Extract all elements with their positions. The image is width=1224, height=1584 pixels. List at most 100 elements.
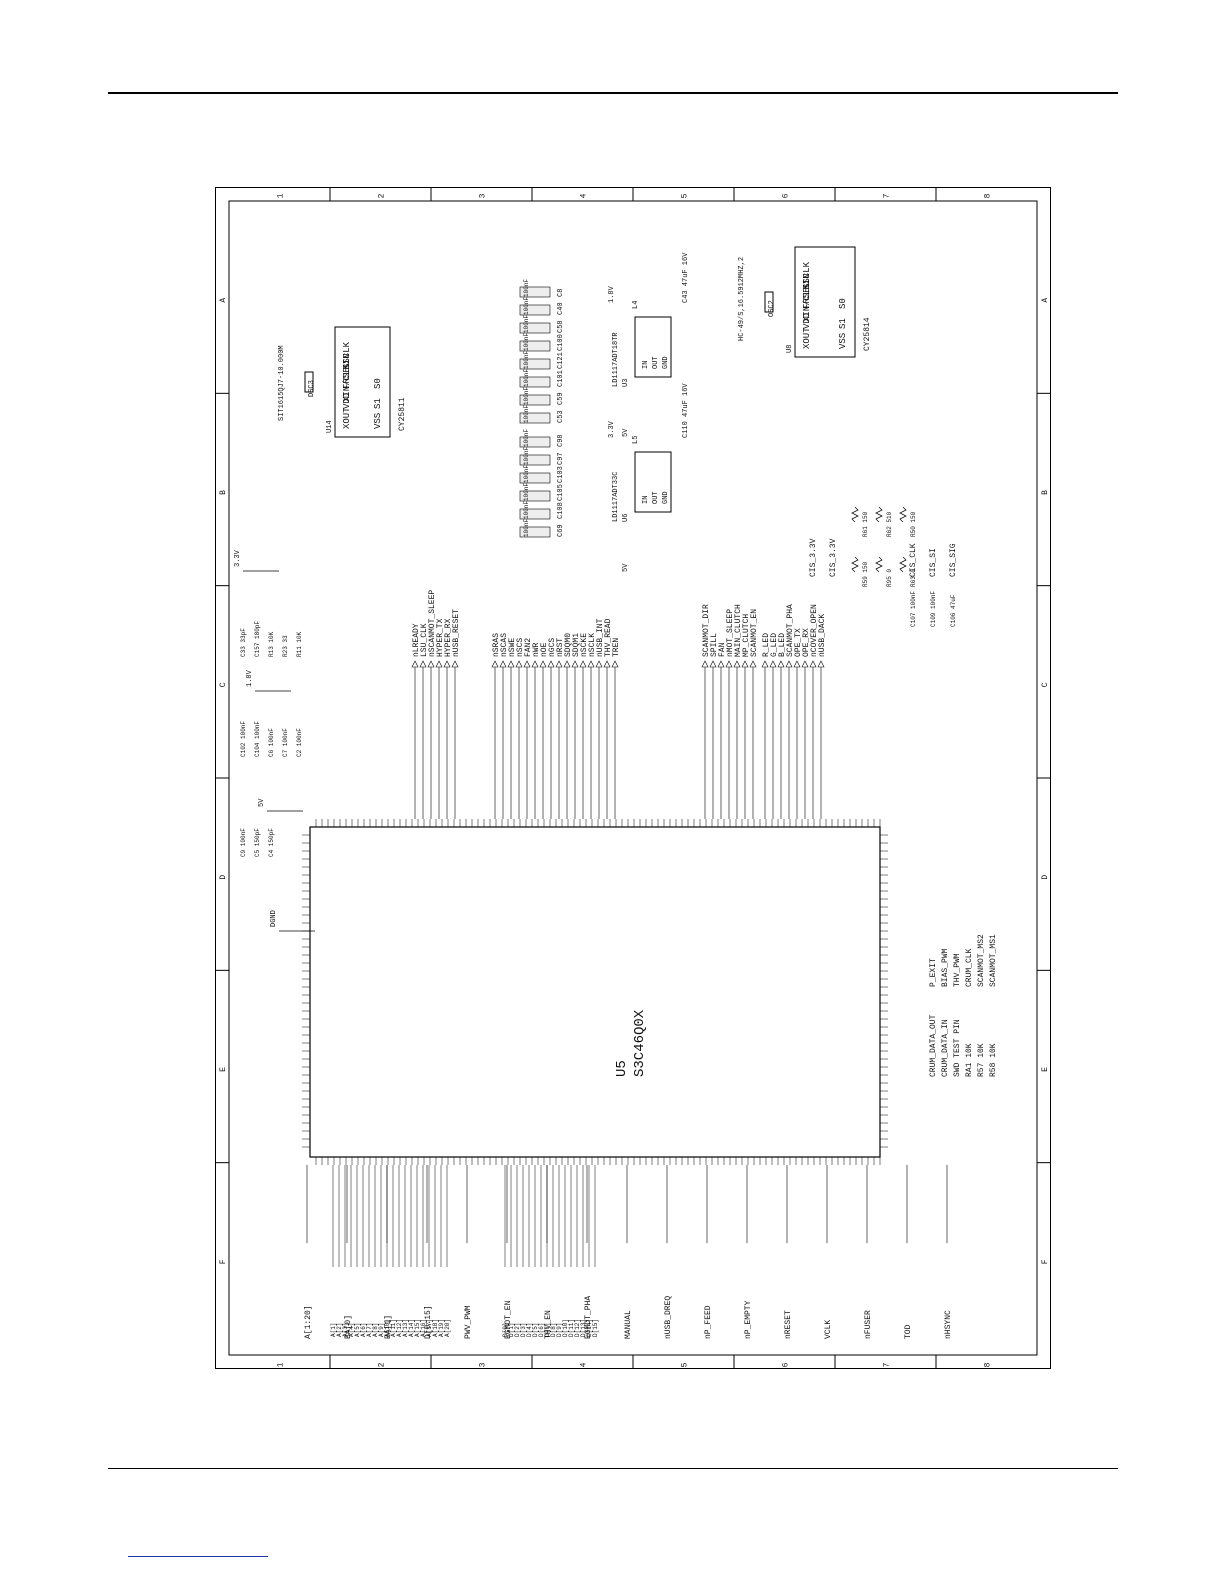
cis-resistor xyxy=(875,556,883,573)
power-rail-label: 1.8V xyxy=(246,669,254,687)
bank-1v8-cap-value: 100nF xyxy=(523,333,530,351)
zone-row-label: 5 xyxy=(681,193,690,198)
signal-left-b-flag xyxy=(523,660,531,668)
signal-right-b-label: G_LED xyxy=(770,633,779,657)
misc-value-label: C104 100nF xyxy=(254,721,261,757)
signal-right-b-label: B_LED xyxy=(778,633,787,657)
misc-right-label: RA1 10K xyxy=(965,1043,974,1077)
bank-3v3-cap-label: C69 xyxy=(557,524,565,537)
address-bus-label: A[1] xyxy=(330,1323,337,1337)
regulator-cap: C110 47uF 16V xyxy=(682,383,690,438)
zone-row-label: 4 xyxy=(580,1362,589,1367)
regulator-refdes: U3 xyxy=(622,379,630,387)
signal-right-a-flag xyxy=(733,660,741,668)
cis-resistor-label: R59 150 xyxy=(862,561,869,587)
zone-row-label: 6 xyxy=(782,193,791,198)
regulator-output-rail: 3.3V xyxy=(608,420,616,438)
bank-1v8-cap xyxy=(519,358,551,370)
address-bus-label: A[5] xyxy=(354,1323,361,1337)
signal-left-a-label: HYPER_RX xyxy=(444,618,453,657)
wires xyxy=(243,570,948,1267)
signal-right-b-label: R_LED xyxy=(762,633,771,657)
misc-value-label: C102 100nF xyxy=(240,721,247,757)
osc-top-crystal-part: SIT1615QJ7-10.000M xyxy=(278,345,286,421)
cis-resistor xyxy=(899,506,907,523)
signal-bottom-label: EGMOT_EN xyxy=(504,1300,513,1339)
bank-3v3-cap xyxy=(519,490,551,502)
data-bus-label: D[7] xyxy=(544,1323,551,1337)
cis-resistor-label: R61 150 xyxy=(862,511,869,537)
signal-bottom-label: nUSB_DREQ xyxy=(664,1296,673,1339)
signal-bottom-label: nFUSER xyxy=(864,1310,873,1339)
misc-right-label: THV_PWM xyxy=(953,953,962,987)
data-bus-label: D[13] xyxy=(580,1319,587,1337)
signal-left-a-flag xyxy=(443,660,451,668)
cis-net-label: CIS_3.3V xyxy=(829,538,838,577)
address-bus-label: A[3] xyxy=(342,1323,349,1337)
main-ic-part: S3C46Q0X xyxy=(632,1009,648,1077)
address-bus-label: A[14] xyxy=(408,1319,415,1337)
data-bus-label: D[6] xyxy=(538,1323,545,1337)
bank-1v8-cap xyxy=(519,286,551,298)
signal-left-a-flag xyxy=(411,660,419,668)
zone-row-label: 2 xyxy=(378,193,387,198)
zone-col-label: D xyxy=(219,875,228,880)
osc-top-pin-label: S1 xyxy=(373,398,383,409)
misc-value-label: C2 100nF xyxy=(296,728,303,757)
zone-row-label: 5 xyxy=(681,1362,690,1367)
osc-top-pin-label: SSCLK xyxy=(342,341,352,369)
regulator-body xyxy=(634,316,672,378)
regulator-part: LD1117ADT33C xyxy=(612,472,620,522)
address-bus-label: A[13] xyxy=(402,1319,409,1337)
cis-net-label: CIS_CLK xyxy=(909,543,918,577)
address-bus-label: A[17] xyxy=(426,1319,433,1337)
bank-3v3-cap xyxy=(519,454,551,466)
signal-bottom-label: nP_EMPTY xyxy=(744,1300,753,1339)
signal-bottom-label: BA[0] xyxy=(344,1315,353,1339)
misc-value-label: C4 150pF xyxy=(268,828,275,857)
cis-resistor xyxy=(875,506,883,523)
signal-left-b-label: nSWE xyxy=(508,638,517,657)
osc-right-pin-label: S0 xyxy=(838,298,848,309)
bank-3v3-cap xyxy=(519,472,551,484)
signal-bottom-label: nRESET xyxy=(784,1310,793,1339)
signal-right-b-label: nUSB_DACK xyxy=(818,614,827,657)
signal-left-b-flag xyxy=(507,660,515,668)
signal-bottom-label: THV_EN xyxy=(544,1310,553,1339)
data-bus-label: D[4] xyxy=(526,1323,533,1337)
bank-3v3-cap-label: C98 xyxy=(557,434,565,447)
bank-1v8-cap xyxy=(519,376,551,388)
signal-left-b-flag xyxy=(571,660,579,668)
bank-3v3-cap-label: C108 xyxy=(557,502,565,519)
signal-right-a-flag xyxy=(701,660,709,668)
bank-1v8-cap-label: C53 xyxy=(557,410,565,423)
address-bus-label: A[18] xyxy=(432,1319,439,1337)
signal-right-b-flag xyxy=(785,660,793,668)
zone-row-label: 4 xyxy=(580,193,589,198)
bank-3v3-cap-label: C97 xyxy=(557,452,565,465)
bank-1v8-cap-label: C59 xyxy=(557,392,565,405)
osc-right-crystal-part: HC-49/S,16.5912MHZ,2 xyxy=(738,257,746,341)
bank-3v3-cap-label: C105 xyxy=(557,484,565,501)
osc-right-pin-label: SSCLK xyxy=(802,261,812,289)
misc-right-label: CRUM_DATA_IN xyxy=(941,1019,950,1077)
osc-top-pin-label: S0 xyxy=(373,378,383,389)
signal-left-a-flag xyxy=(427,660,435,668)
misc-right-label: R58 10K xyxy=(989,1043,998,1077)
osc-top-crystal-symbol xyxy=(304,371,314,393)
misc-value-label: C5 150pF xyxy=(254,828,261,857)
zone-row-label: 7 xyxy=(883,193,892,198)
signal-left-a-label: nUSB_RESET xyxy=(452,609,461,657)
cis-cap-label: C109 100nF xyxy=(930,591,937,627)
signal-left-b-label: nSCKE xyxy=(580,633,589,657)
data-bus-label: D[9] xyxy=(556,1323,563,1337)
data-bus-label: D[12] xyxy=(574,1319,581,1337)
footer-link-underline[interactable] xyxy=(128,1556,268,1557)
bank-3v3-cap-value: 100nF xyxy=(523,501,530,519)
signal-right-b-flag xyxy=(817,660,825,668)
zone-row-label: 3 xyxy=(479,193,488,198)
signal-right-b-flag xyxy=(769,660,777,668)
signal-left-b-flag xyxy=(515,660,523,668)
bank-1v8-cap xyxy=(519,322,551,334)
misc-value-label: C157 180pF xyxy=(254,621,261,657)
